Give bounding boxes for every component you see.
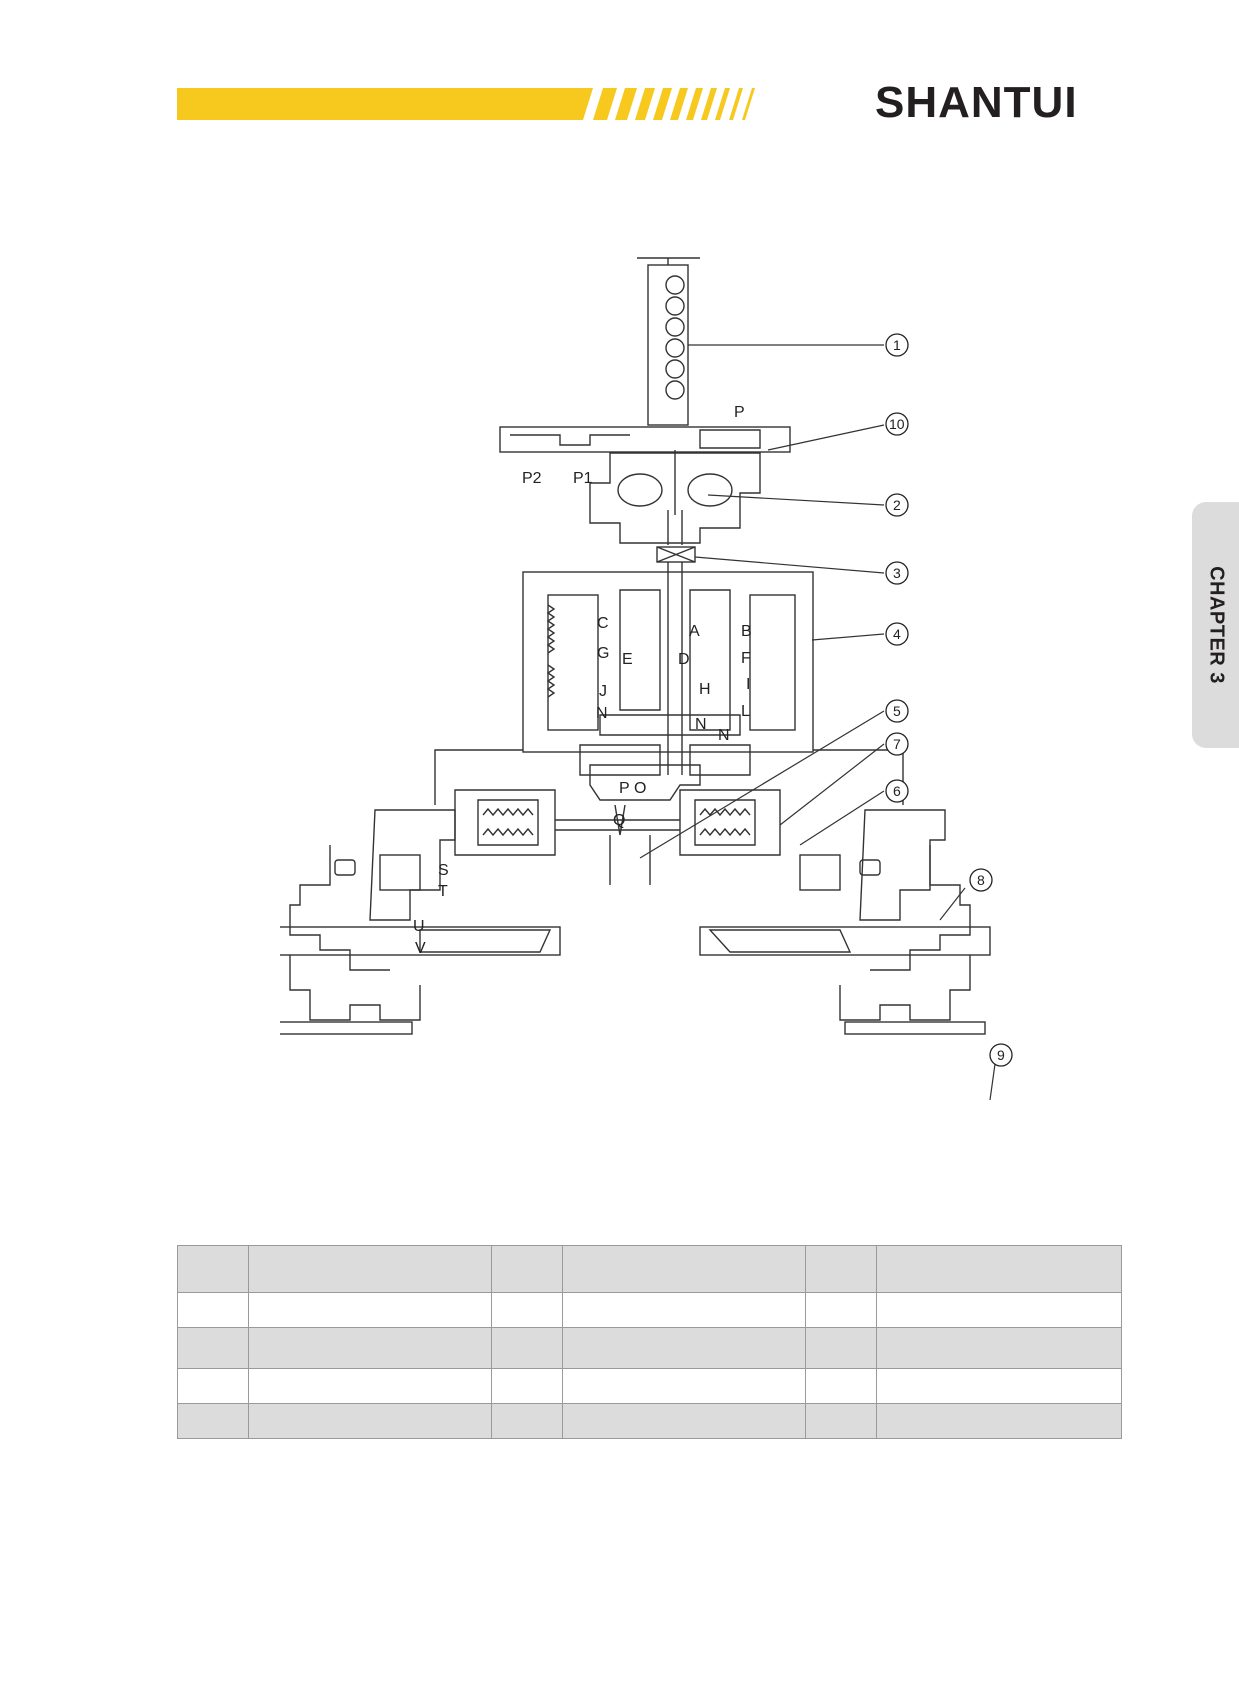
letter-n2: N: [695, 716, 707, 733]
callout-10: 10: [889, 416, 905, 432]
callout-3: 3: [893, 565, 901, 581]
callout-6: 6: [893, 783, 901, 799]
letter-u: U: [413, 918, 425, 935]
letter-l: L: [741, 703, 750, 720]
letter-o: O: [634, 780, 647, 797]
table-row: [177, 1403, 1122, 1439]
letter-h: H: [699, 681, 711, 698]
letter-f: F: [741, 650, 751, 667]
letter-e: E: [622, 651, 633, 668]
table-row: [177, 1368, 1122, 1404]
powertrain-diagram: [280, 257, 991, 1035]
letter-t: T: [438, 883, 448, 900]
table-row: [177, 1245, 1122, 1293]
callout-4: 4: [893, 626, 901, 642]
header-accent-bar: [177, 88, 755, 120]
letter-v: V: [415, 940, 426, 957]
letter-q: Q: [613, 812, 626, 829]
callout-7: 7: [893, 736, 901, 752]
letter-n1: N: [596, 705, 608, 722]
letter-p1: P1: [573, 470, 593, 487]
letter-s: S: [438, 862, 449, 879]
letter-j: J: [599, 683, 607, 700]
letter-g: G: [597, 645, 610, 662]
letter-a: A: [689, 623, 700, 640]
callout-5: 5: [893, 703, 901, 719]
table-row: [177, 1292, 1122, 1328]
letter-d: D: [678, 651, 690, 668]
letter-p: P: [734, 404, 745, 421]
letter-p2: P2: [522, 470, 542, 487]
letter-b: B: [741, 623, 752, 640]
callout-8: 8: [977, 872, 985, 888]
parts-legend-table: [177, 1245, 1122, 1439]
letter-i: I: [746, 676, 751, 693]
chapter-tab[interactable]: CHAPTER 3: [1192, 502, 1239, 748]
letter-c: C: [597, 615, 609, 632]
letter-n3: N: [718, 727, 730, 744]
callout-9: 9: [997, 1047, 1005, 1063]
brand-logo: SHANTUI: [875, 78, 1078, 127]
callout-1: 1: [893, 337, 901, 353]
letter-p-lower: P: [619, 780, 630, 797]
callout-2: 2: [893, 497, 901, 513]
table-row: [177, 1327, 1122, 1369]
